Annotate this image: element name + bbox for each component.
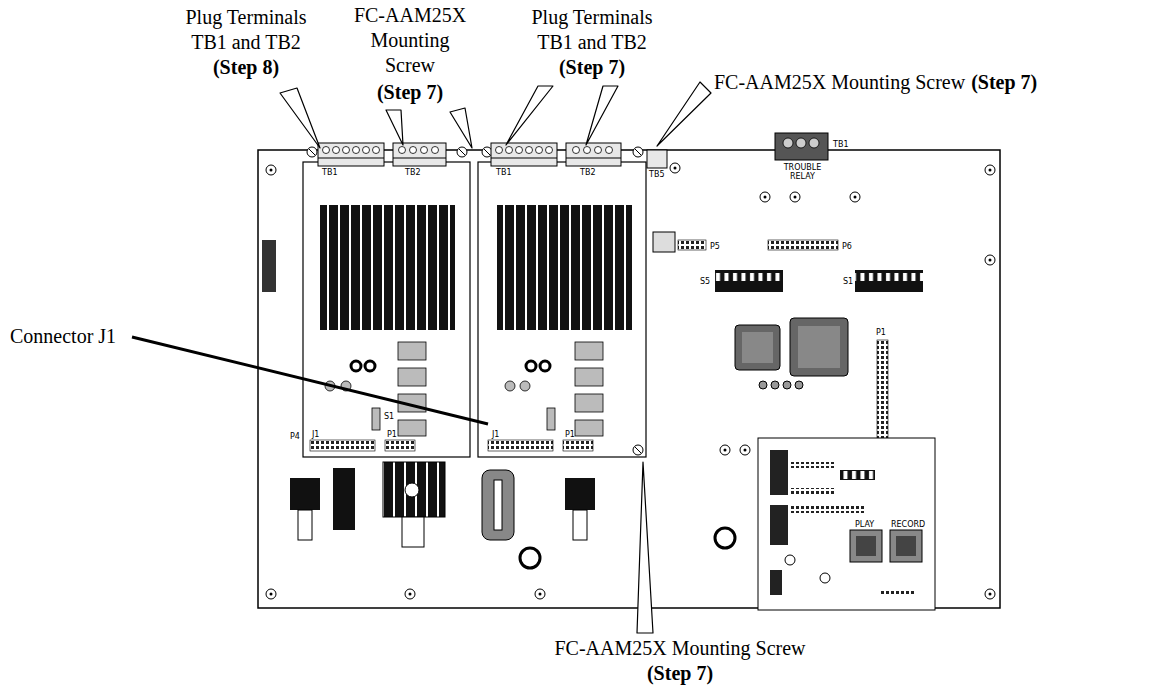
board-marking: S1 bbox=[384, 412, 394, 421]
callout-label: (Step 7) bbox=[540, 661, 820, 686]
callout-label: (Step 7) bbox=[971, 70, 1037, 95]
callout-label: Plug Terminals TB1 and TB2 bbox=[522, 5, 662, 55]
board-marking: P1 bbox=[876, 328, 886, 337]
board-marking: TB2 bbox=[580, 168, 595, 177]
callout-label: (Step 7) bbox=[350, 80, 470, 105]
callout-label: FC-AAM25X Mounting Screw bbox=[714, 70, 965, 95]
board-marking: S1 bbox=[843, 277, 853, 286]
board-marking: P4 bbox=[290, 432, 300, 441]
board-marking: S5 bbox=[700, 277, 710, 286]
callout-label: FC-AAM25X Mounting Screw bbox=[540, 636, 820, 661]
board-marking: P5 bbox=[710, 242, 720, 251]
board-marking: P1 bbox=[565, 430, 575, 439]
callout-label: FC-AAM25X Mounting Screw bbox=[350, 3, 470, 78]
board-marking: P6 bbox=[842, 242, 852, 251]
board-marking: RECORD bbox=[891, 520, 925, 529]
board-marking: J1 bbox=[492, 430, 499, 439]
board-marking: TB1 bbox=[322, 168, 337, 177]
board-marking: TB1 bbox=[833, 140, 848, 149]
board-marking: TB5 bbox=[649, 170, 664, 179]
board-marking: P1 bbox=[387, 430, 397, 439]
callout-label: Connector J1 bbox=[10, 324, 116, 349]
board-marking: TROUBLE RELAY bbox=[775, 163, 830, 181]
board-marking: J1 bbox=[312, 430, 319, 439]
callout-label: Plug Terminals TB1 and TB2 bbox=[176, 5, 316, 55]
board-marking: TB1 bbox=[496, 168, 511, 177]
callout-label: (Step 8) bbox=[176, 55, 316, 80]
board-marking: TB2 bbox=[405, 168, 420, 177]
callout-label: (Step 7) bbox=[522, 55, 662, 80]
board-marking: PLAY bbox=[855, 520, 874, 529]
